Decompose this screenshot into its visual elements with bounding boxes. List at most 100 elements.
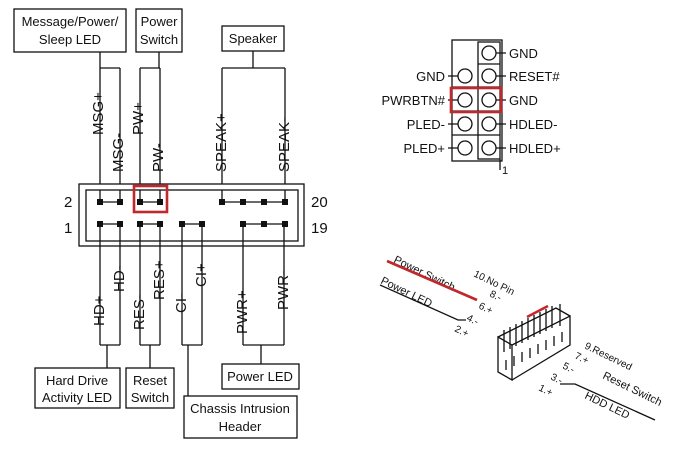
- hdd-led-label-line2: Activity LED: [42, 390, 112, 405]
- pin-label-4: 4.-: [465, 313, 480, 328]
- header-pin: [240, 221, 246, 227]
- isometric-pins: [497, 304, 571, 382]
- pin-circle: [481, 45, 497, 61]
- label-hdled-minus: HDLED-: [509, 117, 557, 132]
- pin-posts-back: [533, 304, 561, 337]
- pin-number-1: 1: [64, 220, 72, 237]
- header-pin: [157, 199, 163, 205]
- hd-bracket: [99, 241, 121, 368]
- pin-label-6: 6.+: [477, 301, 495, 317]
- header-pin: [97, 221, 103, 227]
- label-gnd-top: GND: [509, 46, 538, 61]
- pin-label-ci-plus: CI+: [193, 263, 210, 287]
- reset-switch-label-line1: Reset: [133, 373, 167, 388]
- pin-number-2: 2: [64, 194, 72, 211]
- hdd-led-leader: [560, 383, 656, 421]
- reset-switch-label-line2: Switch: [131, 390, 169, 405]
- top-right-header-diagram: GND PWRBTN# PLED- PLED+ GND RESET# GND H…: [381, 39, 561, 177]
- left-header-diagram: Message/Power/ Sleep LED Power Switch Sp…: [13, 8, 328, 439]
- label-reset: RESET#: [509, 69, 560, 84]
- ci-bracket: [181, 241, 203, 396]
- chassis-intrusion-label-line2: Header: [219, 419, 262, 434]
- power-switch-label-line2: Switch: [140, 32, 178, 47]
- pin-label-msg-plus: MSG+: [90, 92, 107, 135]
- res-pin-trace: [139, 223, 161, 241]
- power-switch-label-box: [135, 8, 183, 53]
- header-pin: [179, 221, 185, 227]
- chassis-intrusion-label-box: [183, 395, 298, 439]
- pin-label-res-minus: RES-: [131, 294, 148, 330]
- header-pin: [261, 199, 267, 205]
- power-switch-highlight: [132, 184, 169, 214]
- power-switch-label-line1: Power: [141, 14, 179, 29]
- pin-circle: [481, 116, 497, 132]
- pin-circle: [457, 140, 473, 156]
- power-led-label: Power LED: [227, 369, 293, 384]
- pin-label-hd-minus: HD-: [111, 265, 128, 292]
- label-pled-minus: PLED-: [407, 117, 445, 132]
- pin-label-pwr-plus: PWR+: [234, 290, 251, 334]
- pin-label-2: 2.+: [453, 324, 471, 340]
- res-bracket: [139, 241, 161, 368]
- pin-label-ci-minus: CI-: [173, 293, 190, 313]
- hdd-led-label-box: [34, 367, 121, 409]
- header-pin: [117, 199, 123, 205]
- pin-posts-front: [503, 318, 529, 352]
- header-pin: [97, 199, 103, 205]
- header-pin: [137, 199, 143, 205]
- pin-label-3: 3.-: [549, 372, 564, 387]
- header-pin: [282, 199, 288, 205]
- msg-led-label-line2: Sleep LED: [39, 32, 101, 47]
- speaker-bracket: [221, 51, 286, 190]
- label-gnd-left: GND: [416, 69, 445, 84]
- ci-pin-trace: [181, 223, 203, 241]
- header-pin: [199, 221, 205, 227]
- hdd-led-label-line1: Hard Drive: [46, 373, 108, 388]
- speaker-pin-trace: [221, 190, 286, 203]
- msg-led-label-box: [13, 8, 127, 53]
- pin-label-hd-plus: HD+: [91, 295, 108, 326]
- msg-bracket: [99, 52, 121, 190]
- pin-label-9-reserved: 9.Reserved: [583, 341, 634, 373]
- pin-label-speak-plus: SPEAK+: [213, 113, 230, 172]
- pin-label-pwr-minus: PWR-: [275, 270, 292, 310]
- hd-pin-trace: [99, 223, 121, 241]
- msg-pin-trace: [99, 190, 121, 203]
- header-pin: [282, 221, 288, 227]
- pin-label-msg-minus: MSG-: [110, 133, 127, 172]
- pwrbtn-highlight: [449, 86, 503, 114]
- label-pin-one: 1: [502, 165, 508, 177]
- header-inner: [85, 189, 299, 242]
- power-led-label-box: [221, 363, 300, 390]
- pins-highlight: [526, 304, 549, 319]
- pin-number-20: 20: [311, 194, 328, 211]
- label-hdled-plus: HDLED+: [509, 141, 561, 156]
- header-pin: [117, 221, 123, 227]
- power-switch-underline: [386, 259, 478, 302]
- label-pwrbtn: PWRBTN#: [381, 93, 445, 108]
- header-pin: [137, 221, 143, 227]
- pw-bracket: [139, 52, 161, 190]
- msg-led-label-line1: Message/Power/: [22, 14, 119, 29]
- pin-label-speak-minus: SPEAK-: [276, 117, 293, 172]
- pin-circle: [457, 68, 473, 84]
- header-pin: [219, 199, 225, 205]
- speaker-label: Speaker: [229, 31, 278, 46]
- pw-pin-trace: [139, 190, 161, 203]
- pin-circle: [481, 140, 497, 156]
- reset-switch-label-box: [125, 367, 175, 409]
- pin-label-pw-minus: PW-: [150, 143, 167, 172]
- pin-label-5: 5.-: [561, 361, 576, 376]
- pin-label-pw-plus: PW+: [130, 102, 147, 135]
- pin-circle: [481, 92, 497, 108]
- pin-circle: [457, 116, 473, 132]
- pin-number-19: 19: [311, 220, 328, 237]
- pin-label-res-plus: RES+: [151, 260, 168, 300]
- label-gnd-right: GND: [509, 93, 538, 108]
- pwr-bracket: [242, 241, 285, 364]
- bottom-right-header-diagram: Power Switch Power LED 10.No Pin 8.- 6.+…: [379, 254, 664, 422]
- pin-circle: [457, 92, 473, 108]
- chassis-intrusion-label-line1: Chassis Intrusion: [190, 401, 290, 416]
- header-pin: [240, 199, 246, 205]
